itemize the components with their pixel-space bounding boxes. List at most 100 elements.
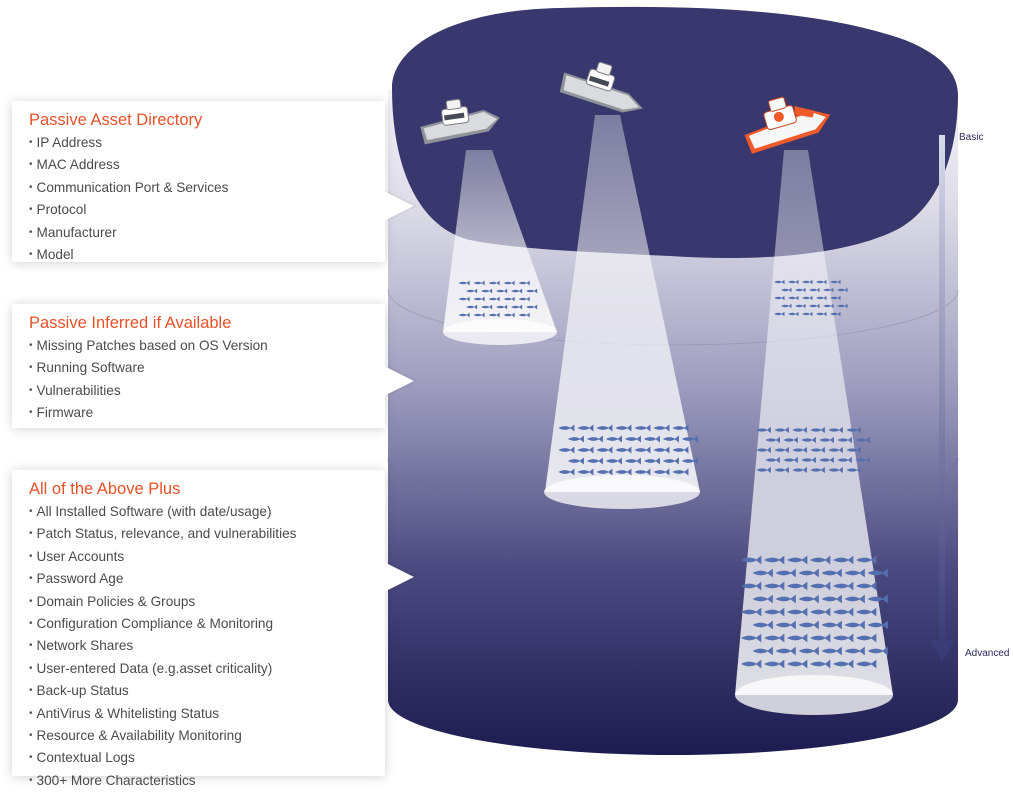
fish [816,295,827,301]
list-item: Back-up Status [29,681,371,703]
fish [801,456,816,464]
fish [764,633,785,643]
fish [752,620,773,630]
fish [525,304,538,310]
callout-passive-asset-directory: Passive Asset Directory IP Address MAC A… [12,101,414,262]
fish [802,295,813,301]
fish [596,424,613,432]
fish [764,607,785,617]
list-item: All Installed Software (with date/usage) [29,502,371,524]
fish [787,607,808,617]
fish [810,466,825,474]
fish [518,312,530,318]
fish [828,426,843,434]
fish [643,435,660,443]
callout-list: All Installed Software (with date/usage)… [29,502,371,793]
light-beam-2-base [544,475,700,509]
fish [844,594,865,604]
fish [756,466,771,474]
fish [792,466,807,474]
fish [577,468,594,476]
fish [596,446,613,454]
fish [774,295,785,301]
fish [525,288,538,294]
fish [672,424,689,432]
fish [558,424,575,432]
fish [624,457,641,465]
fish [634,468,651,476]
fish [752,568,773,578]
list-item: 300+ More Characteristics [29,771,371,793]
fish [798,594,819,604]
fish [653,446,670,454]
callout-title: Passive Inferred if Available [29,314,232,332]
fish [558,446,575,454]
fish [495,288,508,294]
fish [465,288,478,294]
fish [741,607,762,617]
fish [741,555,762,565]
boat-gray-2 [559,61,643,113]
fish [809,287,820,293]
fish [787,581,808,591]
fish [458,296,470,302]
callout-all-of-the-above: All of the Above Plus All Installed Soft… [12,470,414,788]
fish [634,446,651,454]
fish [774,311,785,317]
fish [518,280,530,286]
fish [473,296,485,302]
fish [752,594,773,604]
fish [488,312,500,318]
fish [833,555,854,565]
fish [798,646,819,656]
fish [567,435,584,443]
fish [558,468,575,476]
fish [624,435,641,443]
fish [844,568,865,578]
fish [795,303,806,309]
fish [781,287,792,293]
fish [681,457,698,465]
scale-arrow-head [930,640,954,662]
fish [488,280,500,286]
fish [819,456,834,464]
fish [510,304,523,310]
fish [465,304,478,310]
fish [605,435,622,443]
fish [586,435,603,443]
list-item: IP Address [29,133,371,155]
fish [775,568,796,578]
fish [855,456,870,464]
fish [775,594,796,604]
fish [681,435,698,443]
fish [473,312,485,318]
boat-gray-1 [420,98,500,145]
fish [867,620,888,630]
callout-title: All of the Above Plus [29,480,181,498]
list-item: Domain Policies & Groups [29,592,371,614]
fish [510,288,523,294]
fish [764,581,785,591]
fish [788,279,799,285]
fish [810,555,831,565]
list-item: Contextual Logs [29,748,371,770]
fish [844,646,865,656]
fish [756,426,771,434]
layer-line-2 [387,457,959,514]
fish [756,446,771,454]
fish [867,646,888,656]
light-beam-2 [545,115,700,492]
fish [781,303,792,309]
fish [821,646,842,656]
list-item: Network Shares [29,636,371,658]
fish [833,581,854,591]
fish [783,456,798,464]
fish [816,311,827,317]
fish [596,468,613,476]
fish [787,633,808,643]
fish [856,555,877,565]
fish [837,303,848,309]
fish [828,446,843,454]
fish [856,607,877,617]
list-item: Resource & Availability Monitoring [29,726,371,748]
